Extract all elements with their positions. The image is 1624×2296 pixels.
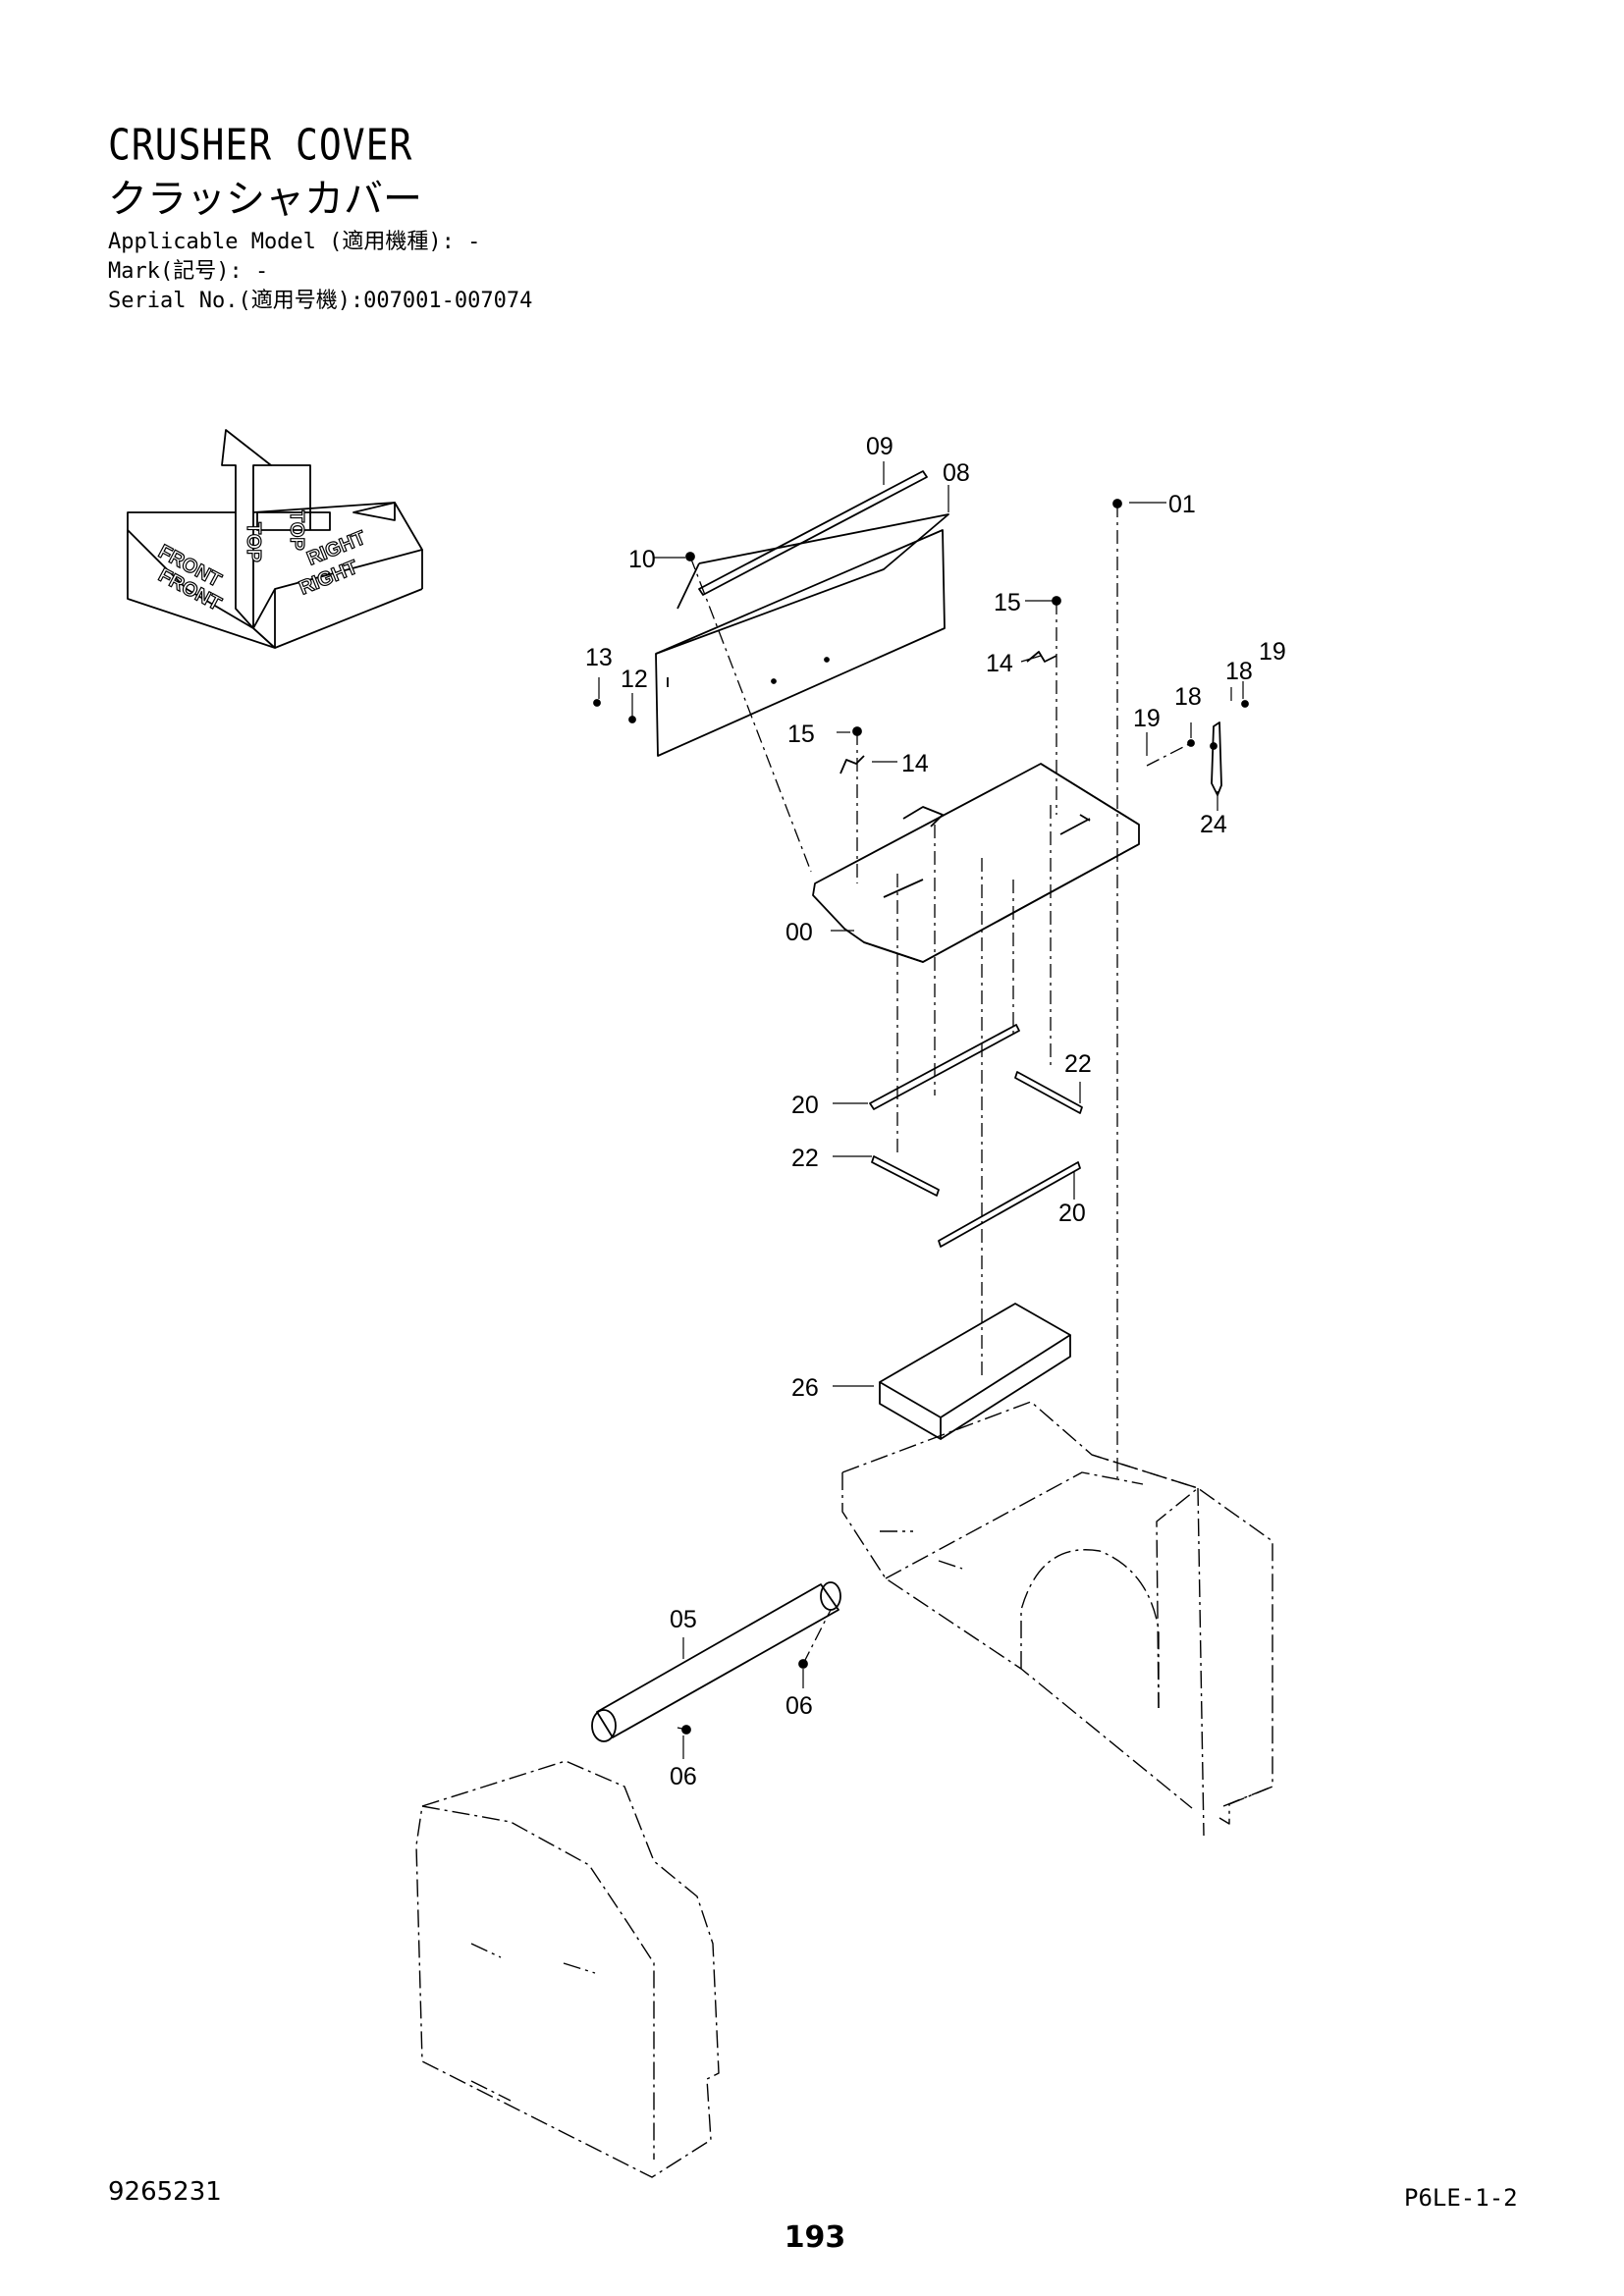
- callout-14-lower: 14: [901, 750, 929, 777]
- callout-06-upper: 06: [785, 1692, 813, 1720]
- callout-24: 24: [1200, 811, 1227, 838]
- callout-14: 14: [986, 650, 1013, 677]
- callout-15-lower: 15: [787, 721, 815, 748]
- part-seal-strips: [869, 1024, 1083, 1248]
- page-number: 193: [784, 2220, 846, 2255]
- callout-08: 08: [943, 459, 970, 487]
- callout-26: 26: [791, 1374, 819, 1402]
- part-bracket-14: [839, 651, 1057, 774]
- callout-22-left: 22: [791, 1145, 819, 1172]
- callout-19-right: 19: [1259, 638, 1286, 666]
- part-link-24: [1211, 721, 1222, 796]
- callout-10: 10: [628, 546, 656, 573]
- callout-15: 15: [994, 589, 1021, 616]
- callout-09: 09: [866, 433, 893, 460]
- document-number: 9265231: [108, 2177, 222, 2207]
- part-main-plate: [812, 763, 1140, 963]
- applicable-model: Applicable Model (適用機種): -: [108, 230, 481, 254]
- callout-01: 01: [1168, 491, 1196, 518]
- page-title-jp: クラッシャカバー: [108, 177, 422, 222]
- part-cover-plate: [655, 470, 949, 757]
- part-cover-box: [879, 1303, 1071, 1440]
- section-reference: P6LE-1-2: [1404, 2184, 1518, 2212]
- orientation-top-label-2: TOP: [286, 510, 307, 551]
- part-bolts: [593, 499, 1249, 1735]
- callout-12: 12: [621, 666, 648, 693]
- page-title: CRUSHER COVER: [108, 120, 413, 170]
- callout-18-left: 18: [1174, 683, 1202, 711]
- assembly-leader-lines: [677, 504, 1192, 1731]
- callout-20-left: 20: [791, 1092, 819, 1119]
- callout-06-lower: 06: [670, 1763, 697, 1790]
- callout-05: 05: [670, 1606, 697, 1633]
- orientation-top-label: TOP: [243, 522, 264, 562]
- orientation-arrows-icon: [127, 429, 423, 649]
- callout-13: 13: [585, 644, 613, 671]
- mark-field: Mark(記号): -: [108, 259, 269, 284]
- crusher-body-right: [841, 1401, 1273, 1837]
- callout-00: 00: [785, 919, 813, 946]
- callout-22-right: 22: [1064, 1050, 1092, 1078]
- callout-19-left: 19: [1133, 705, 1161, 732]
- serial-number: Serial No.(適用号機):007001-007074: [108, 289, 533, 313]
- crusher-body-left: [415, 1760, 720, 2178]
- callout-20-right: 20: [1058, 1200, 1086, 1227]
- callout-18-right: 18: [1225, 658, 1253, 685]
